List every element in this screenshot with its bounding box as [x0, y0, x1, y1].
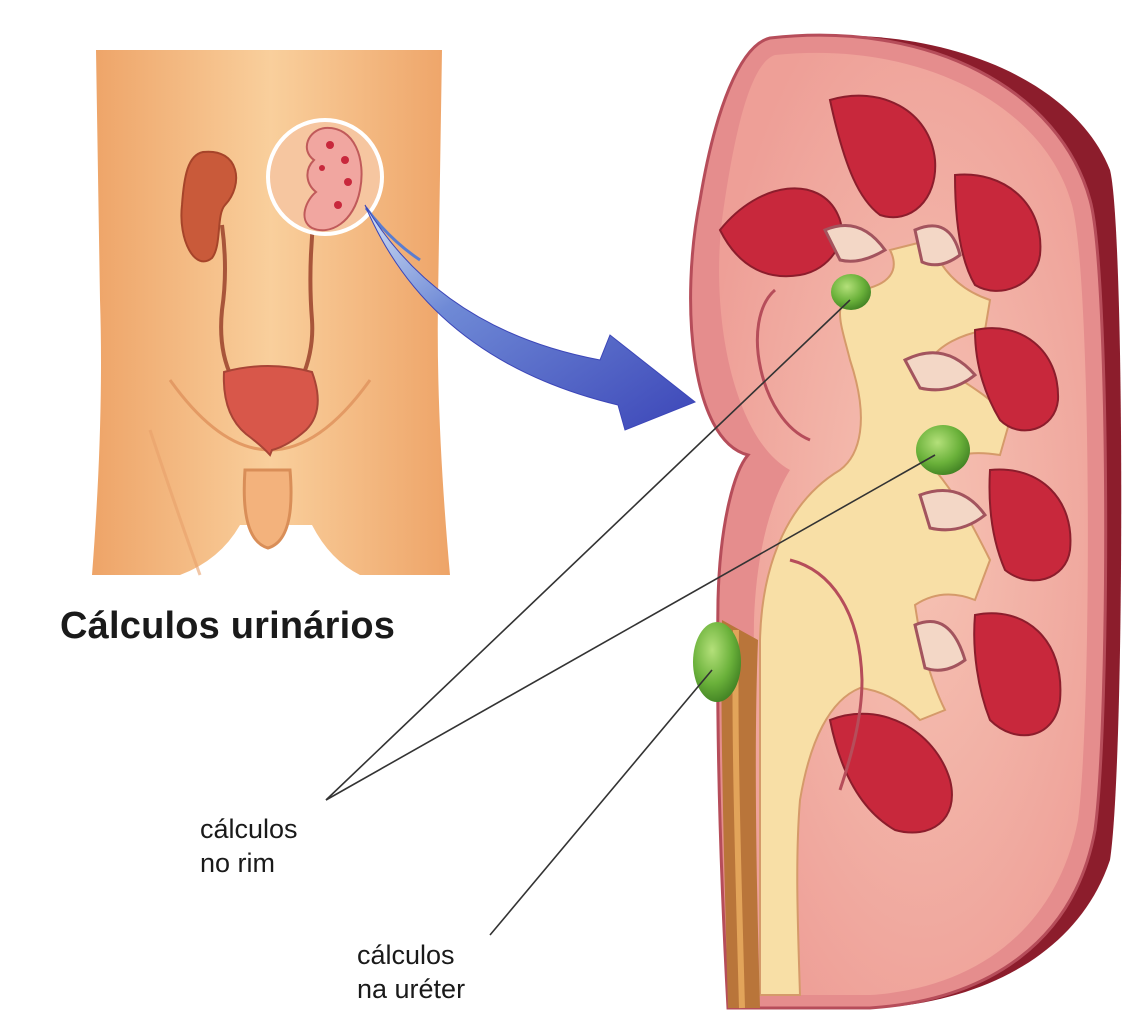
torso-illustration: [92, 50, 450, 575]
genitals: [244, 470, 291, 548]
kidney-stone-middle: [916, 425, 970, 475]
label-kidney-line-2: no rim: [200, 846, 298, 880]
ureter-stone: [693, 622, 741, 702]
label-ureter-line-2: na uréter: [357, 972, 465, 1006]
kidney-cross-section: [691, 35, 1122, 1008]
diagram-title: Cálculos urinários: [60, 605, 395, 648]
kidney-stone-upper: [831, 274, 871, 310]
label-kidney-line-1: cálculos: [200, 812, 298, 846]
label-ureter-stones: cálculos na uréter: [357, 938, 465, 1006]
label-ureter-line-1: cálculos: [357, 938, 465, 972]
label-kidney-stones: cálculos no rim: [200, 812, 298, 880]
leader-line-ureter: [490, 670, 712, 935]
